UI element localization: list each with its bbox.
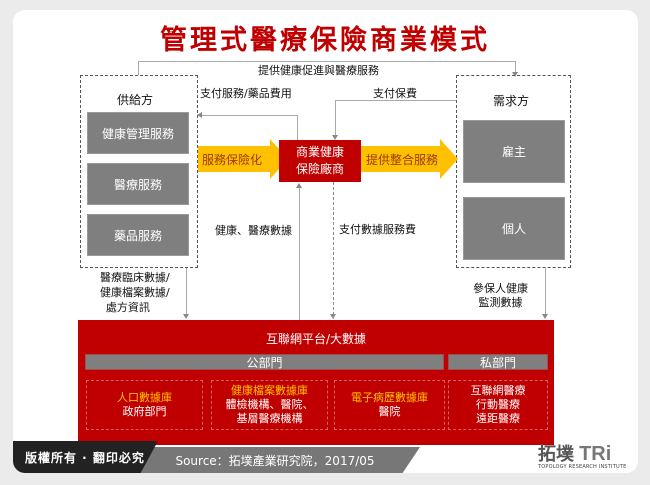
supply-item-pharma: 藥品服務	[87, 214, 189, 256]
supply-label: 供給方	[117, 93, 154, 107]
top-flow-label: 提供健康促進與醫療服務	[258, 64, 379, 77]
insurer-box: 商業健康 保險廠商	[279, 140, 361, 182]
arrow-head-icon	[440, 139, 458, 179]
arrow-down-icon	[332, 135, 338, 140]
tri-logo: 拓墣 TRi TOPOLOGY RESEARCH INSTITUTE	[538, 443, 627, 470]
pay-premium-label: 支付保費	[373, 87, 417, 100]
private-sector-bar: 私部門	[448, 354, 548, 370]
platform-panel	[78, 320, 554, 445]
arrow-down-icon	[183, 314, 189, 319]
top-flow-line	[138, 61, 515, 62]
arrow-service-insurance: 服務保險化	[198, 139, 288, 179]
data-fee-label: 支付數據服務費	[339, 223, 416, 236]
db-emr: 電子病歷數據庫 醫院	[334, 380, 445, 430]
health-data-label: 健康、醫療數據	[215, 224, 292, 237]
page-title: 管理式醫療保險商業模式	[160, 25, 490, 56]
platform-title: 互聯網平台/大數據	[265, 332, 367, 346]
pay-service-label: 支付服務/藥品費用	[200, 87, 292, 100]
public-sector-bar: 公部門	[85, 354, 444, 370]
arrow-down-icon	[512, 72, 518, 77]
arrow-up-icon	[296, 183, 302, 188]
supply-item-health-mgmt: 健康管理服務	[87, 112, 189, 154]
supply-data-label: 醫療臨床數據/ 健康檔案數據/ 處方資訊	[100, 271, 170, 314]
arrow-down-icon	[542, 314, 548, 319]
arrow-integrated-service: 提供整合服務	[360, 139, 458, 179]
arrow-down-icon	[330, 314, 336, 319]
source-bar: Source：拓墣產業研究院，2017/05	[130, 447, 420, 473]
demand-item-employer: 雇主	[463, 120, 565, 183]
arrow-left-icon	[197, 112, 202, 118]
demand-item-individual: 個人	[463, 197, 565, 260]
supply-item-medical: 醫療服務	[87, 163, 189, 205]
demand-data-label: 參保人健康 監測數據	[473, 282, 528, 309]
supply-frame	[80, 75, 198, 268]
db-private-services: 互聯網醫療 行動醫療 遠距醫療	[448, 380, 548, 430]
copyright-badge: 版權所有 · 翻印必究	[13, 441, 158, 473]
demand-label: 需求方	[493, 94, 530, 108]
db-health-records: 健康檔案數據庫 體檢機構、醫院、 基層醫療機構	[211, 380, 328, 430]
tri-mark: TRi	[579, 443, 612, 465]
db-population: 人口數據庫 政府部門	[86, 380, 203, 430]
